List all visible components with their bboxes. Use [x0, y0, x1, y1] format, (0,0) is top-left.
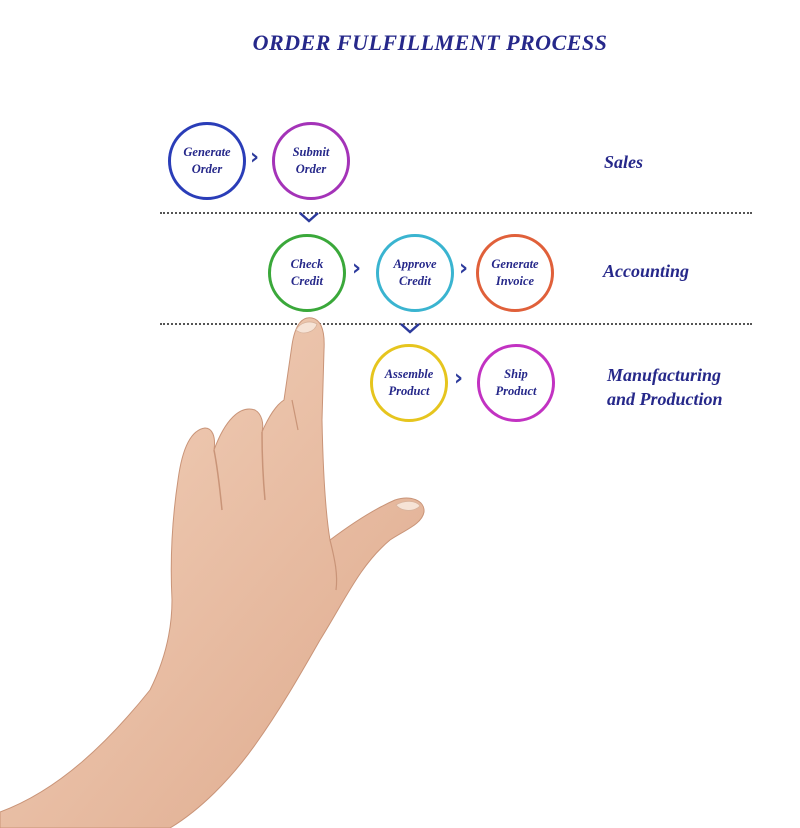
lane-divider	[160, 212, 752, 214]
step-submit-order: Submit Order	[272, 122, 350, 200]
chevron-down-icon	[400, 323, 420, 334]
step-approve-credit: Approve Credit	[376, 234, 454, 312]
chevron-down-icon	[299, 212, 319, 223]
step-check-credit: Check Credit	[268, 234, 346, 312]
step-label: Check Credit	[290, 257, 324, 288]
chevron-right-icon: ›	[454, 366, 464, 391]
chevron-right-icon: ›	[459, 256, 469, 281]
step-label: Assemble Product	[384, 367, 434, 398]
step-label: Generate Order	[183, 145, 231, 176]
lane-divider	[160, 323, 752, 325]
diagram-title: ORDER FULFILLMENT PROCESS	[252, 30, 608, 55]
step-ship-product: Ship Product	[477, 344, 555, 422]
lane-label-sales: Sales	[604, 152, 644, 172]
chevron-right-icon: ›	[250, 145, 260, 170]
step-generate-invoice: Generate Invoice	[476, 234, 554, 312]
step-label: Approve Credit	[393, 257, 437, 288]
lane-label-accounting: Accounting	[603, 261, 690, 281]
step-assemble-product: Assemble Product	[370, 344, 448, 422]
step-label: Submit Order	[292, 145, 330, 176]
chevron-right-icon: ›	[352, 256, 362, 281]
step-label: Ship Product	[495, 367, 537, 398]
step-generate-order: Generate Order	[168, 122, 246, 200]
lane-label-manufacturing: Manufacturing and Production	[607, 365, 723, 409]
step-label: Generate Invoice	[491, 257, 539, 288]
